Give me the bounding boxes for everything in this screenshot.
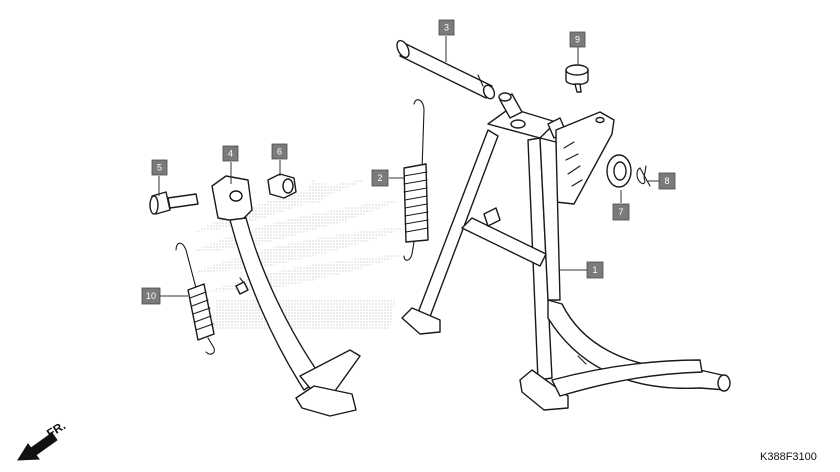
callout-10: 10 [141,287,161,305]
main-stand [401,92,731,411]
callout-7: 7 [612,203,630,221]
callout-3: 3 [438,19,455,36]
side-stand-spring [175,242,215,355]
callout-1: 1 [586,261,604,279]
front-direction: FR. [17,418,68,461]
main-stand-spring [403,99,429,261]
callout-label: 8 [664,176,669,186]
leader-lines [158,36,659,297]
callout-8: 8 [658,172,676,190]
front-arrow-icon [17,432,58,461]
callout-label: 5 [157,163,162,173]
washer [606,154,632,188]
callout-label: 7 [618,207,623,217]
callout-label: 3 [444,23,449,33]
callout-4: 4 [222,145,239,162]
cotter-pin [636,165,651,187]
callout-label: 9 [575,35,580,45]
callout-2: 2 [371,169,389,187]
callout-9: 9 [569,31,586,48]
callout-label: 2 [377,173,382,183]
stopper-rubber [565,64,589,93]
callout-label: 1 [592,265,597,275]
pivot-bolt [149,191,199,215]
pivot-shaft [396,39,496,100]
callout-label: 4 [228,149,233,159]
callout-label: 6 [277,147,282,157]
callout-5: 5 [151,159,168,176]
diagram-code: K388F3100 [760,451,817,463]
callout-6: 6 [271,143,288,160]
side-stand [211,175,361,417]
callout-label: 10 [146,291,156,301]
nut [267,173,297,199]
